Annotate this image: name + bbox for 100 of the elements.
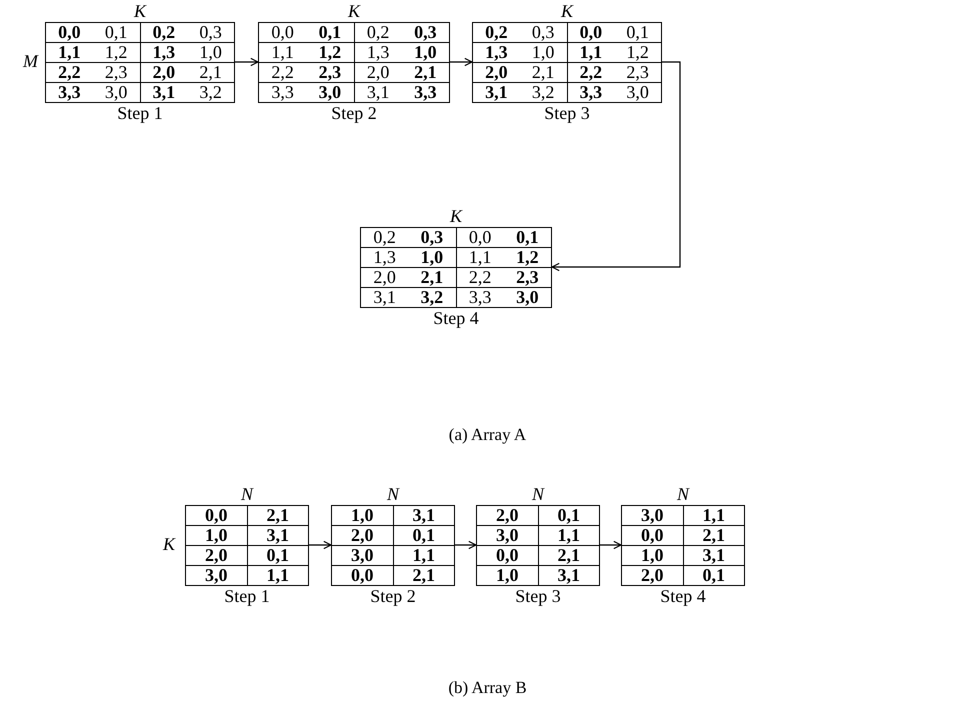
table-cell: 2,1 <box>247 506 308 526</box>
table-cell: 2,1 <box>187 62 234 82</box>
table-cell: 2,2 <box>46 62 93 82</box>
table-cell: 2,0 <box>332 526 393 546</box>
table-cell: 2,0 <box>360 268 408 288</box>
table-cell: 3,2 <box>520 82 567 102</box>
table-cell: 1,2 <box>504 248 552 268</box>
step-caption: Step 2 <box>370 586 416 607</box>
table-cell: 1,1 <box>567 42 614 62</box>
table-cell: 0,1 <box>247 546 308 566</box>
axis-label: K <box>163 534 176 555</box>
table-cell: 1,1 <box>393 546 454 566</box>
table-cell: 1,1 <box>258 42 306 62</box>
table-cell: 3,0 <box>332 546 393 566</box>
table-cell: 0,1 <box>92 22 140 42</box>
table-cell: 0,0 <box>46 22 93 42</box>
table-cell: 2,1 <box>683 526 744 546</box>
table-cell: 1,2 <box>92 42 140 62</box>
table-cell: 2,0 <box>622 566 683 586</box>
axis-label: K <box>134 1 146 22</box>
table-cell: 2,2 <box>567 62 614 82</box>
table-cell: 1,3 <box>360 248 408 268</box>
table-cell: 2,3 <box>92 62 140 82</box>
table-cell: 1,3 <box>354 42 402 62</box>
axis-label: K <box>450 206 462 227</box>
table-cell: 2,2 <box>258 62 306 82</box>
table-cell: 1,0 <box>402 42 450 62</box>
table-cell: 0,2 <box>354 22 402 42</box>
table-cell: 2,0 <box>472 62 520 82</box>
table-cell: 1,1 <box>247 566 308 586</box>
table-cell: 0,3 <box>408 228 456 248</box>
table-cell: 0,0 <box>567 22 614 42</box>
table-cell: 0,0 <box>258 22 306 42</box>
table-cell: 0,1 <box>306 22 354 42</box>
table-cell: 3,1 <box>247 526 308 546</box>
table-cell: 0,0 <box>186 506 247 526</box>
table-cell: 1,0 <box>622 546 683 566</box>
axis-label: N <box>387 484 399 505</box>
axis-label: N <box>677 484 689 505</box>
table-cell: 3,0 <box>622 506 683 526</box>
table-cell: 3,1 <box>683 546 744 566</box>
table-cell: 2,0 <box>476 506 538 526</box>
table-cell: 1,3 <box>140 42 188 62</box>
table-cell: 3,0 <box>614 82 662 102</box>
table-cell: 2,3 <box>306 62 354 82</box>
axis-label: K <box>561 1 573 22</box>
step-caption: Step 3 <box>544 103 590 124</box>
table-cell: 1,0 <box>476 566 538 586</box>
table-cell: 0,1 <box>504 228 552 248</box>
step-caption: Step 4 <box>433 308 479 329</box>
table-cell: 2,1 <box>393 566 454 586</box>
table-cell: 1,0 <box>408 248 456 268</box>
table-cell: 2,3 <box>504 268 552 288</box>
table-cell: 3,3 <box>46 82 93 102</box>
table-cell: 0,1 <box>538 506 600 526</box>
table-cell: 1,0 <box>187 42 234 62</box>
table-cell: 2,1 <box>408 268 456 288</box>
step-caption: Step 1 <box>224 586 270 607</box>
table-cell: 0,3 <box>520 22 567 42</box>
table-cell: 1,1 <box>46 42 93 62</box>
table-cell: 3,0 <box>476 526 538 546</box>
table-cell: 0,1 <box>393 526 454 546</box>
table-cell: 3,0 <box>306 82 354 102</box>
table-cell: 0,0 <box>332 566 393 586</box>
table-cell: 3,1 <box>538 566 600 586</box>
table-cell: 2,0 <box>354 62 402 82</box>
table-cell: 1,2 <box>306 42 354 62</box>
table-cell: 1,0 <box>520 42 567 62</box>
table-cell: 0,1 <box>614 22 662 42</box>
table-cell: 3,1 <box>393 506 454 526</box>
table-cell: 3,1 <box>360 288 408 308</box>
arrow <box>600 540 622 550</box>
table-cell: 2,0 <box>186 546 247 566</box>
table-cell: 0,2 <box>140 22 188 42</box>
step-caption: Step 1 <box>117 103 163 124</box>
table-cell: 0,0 <box>476 546 538 566</box>
table-cell: 1,1 <box>538 526 600 546</box>
table-cell: 0,3 <box>187 22 234 42</box>
table-cell: 3,1 <box>140 82 188 102</box>
table-cell: 0,0 <box>622 526 683 546</box>
table-cell: 0,0 <box>456 228 504 248</box>
table-cell: 2,1 <box>402 62 450 82</box>
axis-label: K <box>348 1 360 22</box>
step-caption: Step 3 <box>515 586 561 607</box>
arrow <box>551 61 681 272</box>
table-cell: 1,1 <box>683 506 744 526</box>
table-cell: 3,0 <box>92 82 140 102</box>
table-cell: 1,3 <box>472 42 520 62</box>
axis-label: N <box>532 484 544 505</box>
table-cell: 3,1 <box>472 82 520 102</box>
table-cell: 2,1 <box>520 62 567 82</box>
arrow <box>450 58 473 66</box>
arrow <box>455 540 477 550</box>
table-cell: 0,2 <box>360 228 408 248</box>
figure-caption: (a) Array A <box>448 425 528 445</box>
table-cell: 1,0 <box>332 506 393 526</box>
table-cell: 1,2 <box>614 42 662 62</box>
figure-caption: (b) Array B <box>447 678 528 698</box>
table-cell: 3,2 <box>408 288 456 308</box>
step-caption: Step 4 <box>660 586 706 607</box>
